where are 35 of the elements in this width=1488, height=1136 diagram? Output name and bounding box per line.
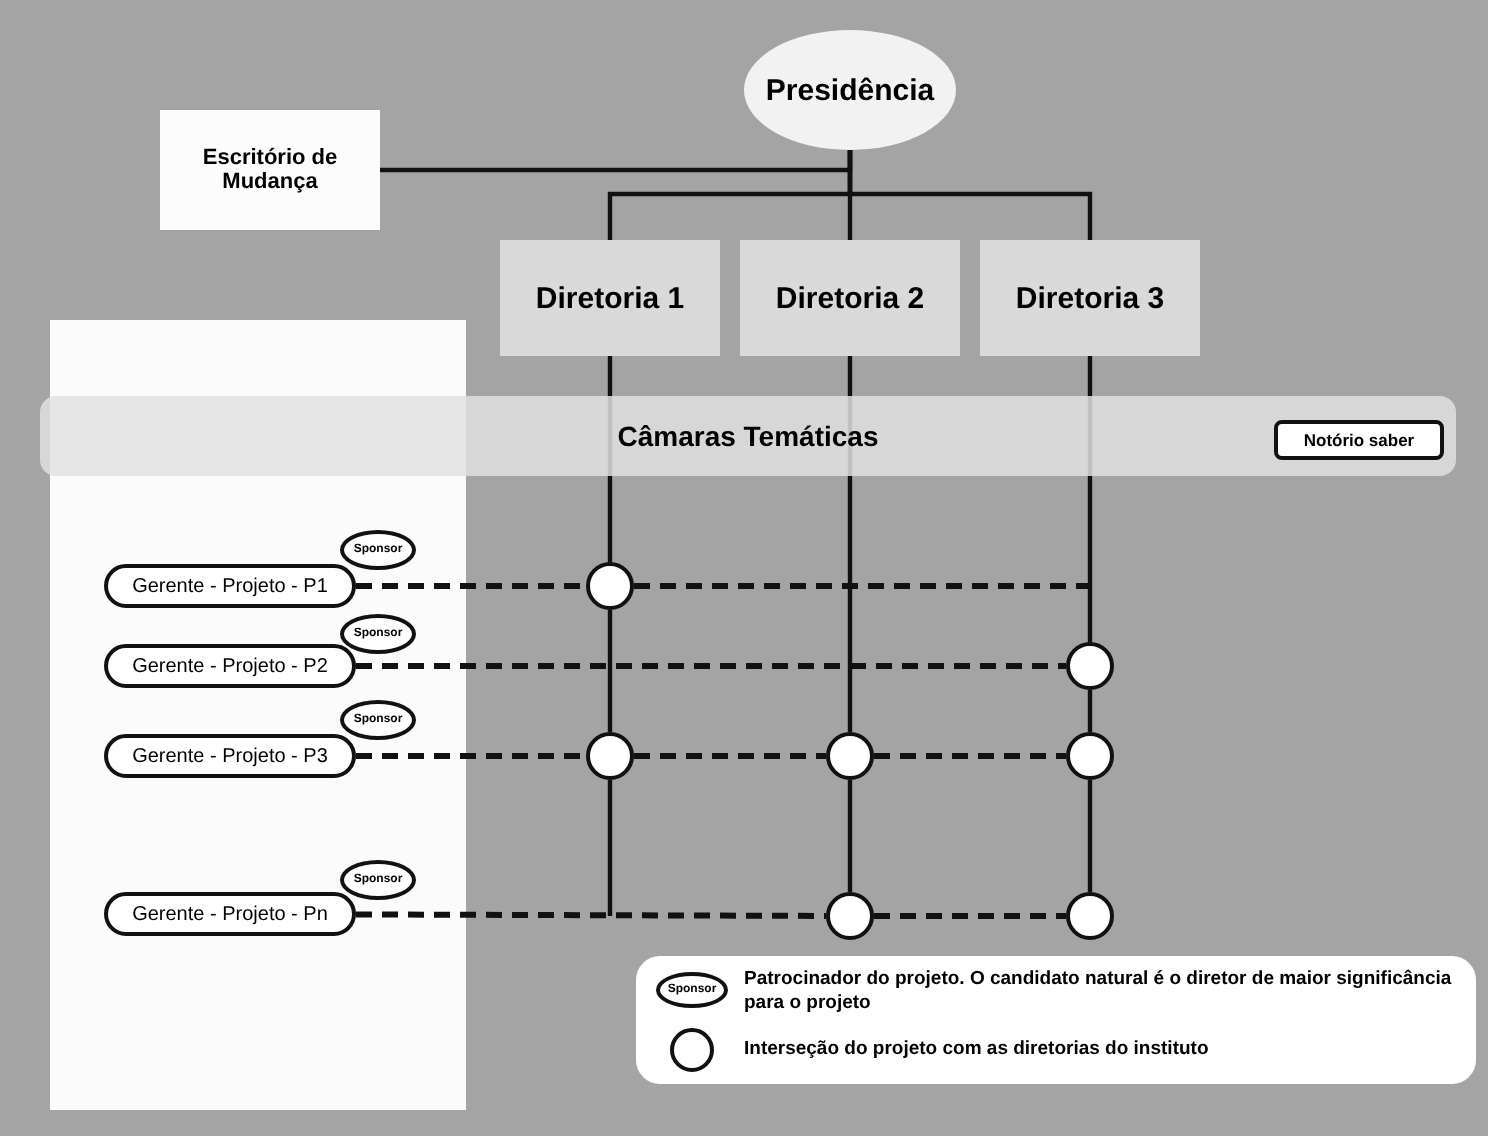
connector-line — [607, 610, 613, 732]
oval-node: Presidência — [744, 30, 956, 150]
manager-pill: Gerente - Projeto - Pn — [104, 892, 356, 936]
dashed-connector — [634, 753, 826, 759]
dashed-connector — [356, 911, 826, 919]
band — [40, 396, 1456, 476]
department-box: Diretoria 2 — [740, 240, 960, 356]
dashed-connector — [356, 583, 586, 589]
dashed-connector — [634, 583, 1090, 589]
intersection-circle — [1066, 732, 1114, 780]
rounded-box: Notório saber — [1274, 420, 1444, 460]
office-box: Escritório de Mudança — [160, 110, 380, 230]
manager-pill: Gerente - Projeto - P3 — [104, 734, 356, 778]
intersection-circle — [1066, 642, 1114, 690]
dashed-connector — [356, 753, 586, 759]
manager-pill: Gerente - Projeto - P2 — [104, 644, 356, 688]
intersection-circle — [586, 732, 634, 780]
dashed-connector — [874, 913, 1066, 919]
intersection-circle — [1066, 892, 1114, 940]
manager-pill: Gerente - Projeto - P1 — [104, 564, 356, 608]
intersection-circle — [826, 892, 874, 940]
dashed-connector — [874, 753, 1066, 759]
legend-text: Interseção do projeto com as diretorias do instituto — [744, 1038, 1211, 1062]
intersection-circle — [586, 562, 634, 610]
dashed-connector — [356, 663, 1066, 669]
department-box: Diretoria 3 — [980, 240, 1200, 356]
legend-text: Patrocinador do projeto. O candidato natural é o diretor de maior significância para o projeto — [744, 968, 1454, 1016]
connector-line — [847, 150, 1093, 240]
connector-line — [847, 780, 853, 892]
intersection-circle — [826, 732, 874, 780]
connector-line — [1087, 690, 1093, 732]
department-box: Diretoria 1 — [500, 240, 720, 356]
connector-line — [607, 780, 613, 916]
band-title: Câmaras Temáticas — [617, 420, 879, 452]
connector-line — [1087, 780, 1093, 892]
